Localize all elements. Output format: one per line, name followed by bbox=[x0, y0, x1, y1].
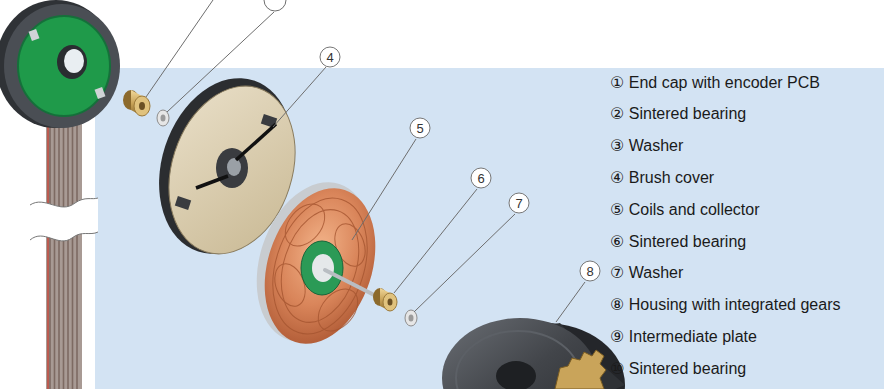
callout-circle-outline bbox=[509, 193, 529, 213]
callout-text: 7 bbox=[508, 196, 530, 211]
leader-lines bbox=[146, 0, 585, 322]
callout-circle-outline bbox=[471, 168, 491, 188]
callout-text: 8 bbox=[579, 264, 601, 279]
callout-number: 7 bbox=[508, 192, 530, 214]
part-label: ④ Brush cover bbox=[610, 168, 714, 187]
part-label: ③ Washer bbox=[610, 136, 683, 155]
callout-text: 4 bbox=[319, 50, 341, 65]
sintered-bearing bbox=[373, 288, 397, 311]
part-label: ⑩ Sintered bearing bbox=[610, 359, 746, 378]
ribbon-cable bbox=[30, 105, 98, 389]
part-label: ⑨ Intermediate plate bbox=[610, 327, 757, 346]
washer bbox=[405, 310, 417, 326]
callout-number: 4 bbox=[319, 46, 341, 68]
part-label: ⑥ Sintered bearing bbox=[610, 232, 746, 251]
callout-circle-outline bbox=[320, 47, 340, 67]
part-label: ⑧ Housing with integrated gears bbox=[610, 295, 840, 314]
callout-text: 5 bbox=[409, 121, 431, 136]
part-label: ① End cap with encoder PCB bbox=[610, 73, 820, 92]
callout-number: 5 bbox=[409, 117, 431, 139]
callout-text: 6 bbox=[470, 171, 492, 186]
callout-number: 8 bbox=[579, 260, 601, 282]
part-label: ⑤ Coils and collector bbox=[610, 200, 760, 219]
callout-number: 6 bbox=[470, 167, 492, 189]
part-label: ② Sintered bearing bbox=[610, 104, 746, 123]
callout-circle-outline bbox=[410, 118, 430, 138]
coils-collector bbox=[237, 167, 394, 358]
part-label: ⑦ Washer bbox=[610, 263, 683, 282]
callout-circle-outline bbox=[580, 261, 600, 281]
washer bbox=[157, 110, 169, 126]
sintered-bearing bbox=[123, 90, 150, 116]
end-cap bbox=[0, 0, 120, 128]
housing bbox=[442, 318, 625, 389]
